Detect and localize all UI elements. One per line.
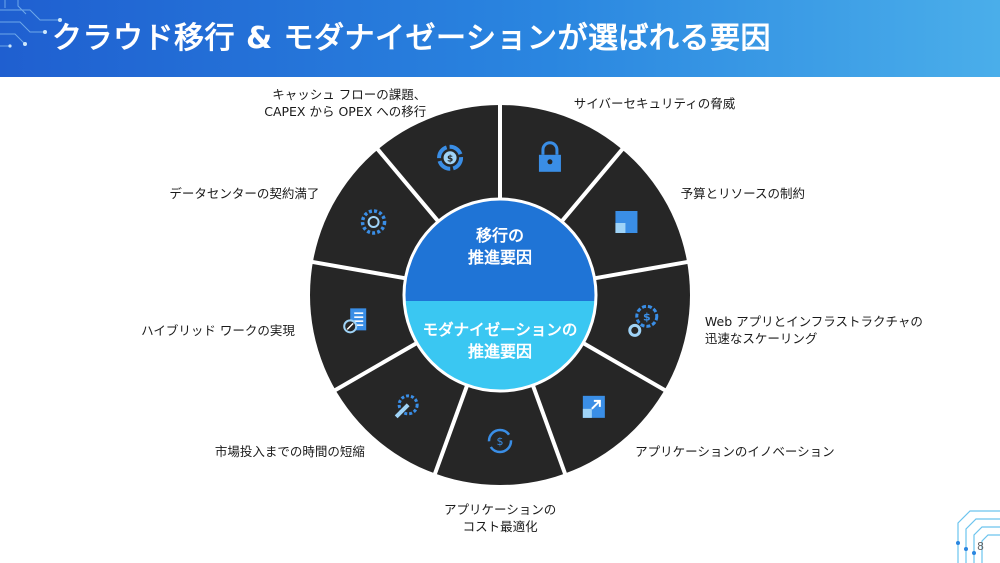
driver-label-line: ハイブリッド ワークの実現 (141, 322, 295, 338)
title-bar: クラウド移行 & モダナイゼーションが選ばれる要因 (0, 0, 1000, 77)
driver-label-line: サイバーセキュリティの脅威 (573, 95, 736, 111)
document-gauge-icon (343, 308, 367, 334)
dollar-gear-icon: $ (628, 304, 659, 337)
driver-label-line: 予算とリソースの制約 (680, 185, 806, 201)
driver-label-line: アプリケーションの (444, 502, 557, 517)
svg-text:$: $ (643, 310, 651, 323)
dollar-cycle-icon: $ (437, 144, 464, 171)
corner-circuit-icon (956, 510, 1000, 563)
segment-divider (582, 341, 668, 393)
segment-divider (594, 259, 690, 281)
page-number: 8 (977, 540, 984, 553)
driver-label-line: データセンターの契約満了 (169, 185, 320, 201)
expand-arrow-icon (582, 395, 605, 418)
center-top-text: 移行の (476, 226, 524, 245)
center-bottom-text: 推進要因 (468, 342, 532, 361)
driver-label: 予算とリソースの制約 (681, 185, 805, 202)
square-blocks-icon (615, 211, 638, 233)
segment-divider (432, 384, 470, 477)
segment-divider (332, 341, 418, 393)
driver-label-line: CAPEX から OPEX への移行 (264, 104, 427, 120)
driver-label-line: Web アプリとインフラストラクチャの (704, 314, 923, 330)
driver-label: Web アプリとインフラストラクチャの迅速なスケーリング (705, 313, 923, 347)
driver-label: データセンターの契約満了 (169, 185, 319, 202)
center-bottom-text: モダナイゼーションの (423, 320, 578, 339)
page-title: クラウド移行 & モダナイゼーションが選ばれる要因 (52, 21, 771, 56)
driver-label: 市場投入までの時間の短縮 (215, 443, 365, 460)
gear-wrench-icon (394, 394, 419, 419)
driver-label-line: 迅速なスケーリング (704, 331, 818, 347)
driver-label-line: アプリケーションのイノベーション (635, 443, 835, 459)
svg-text:$: $ (447, 154, 453, 164)
segment-divider (375, 146, 440, 223)
segment-divider (530, 384, 568, 477)
segment-divider (560, 146, 625, 223)
center-top-text: 推進要因 (468, 248, 532, 267)
driver-label: キャッシュ フローの課題、CAPEX から OPEX への移行 (264, 86, 426, 120)
driver-label: アプリケーションのコスト最適化 (444, 501, 556, 535)
segment-divider (310, 259, 406, 281)
center-outline (402, 197, 598, 393)
dollar-circle-icon: $ (487, 428, 513, 454)
driver-label: サイバーセキュリティの脅威 (574, 95, 736, 112)
circuit-pattern-icon (0, 0, 62, 48)
svg-text:$: $ (497, 435, 504, 448)
driver-label-line: キャッシュ フローの課題、 (272, 87, 427, 103)
driver-label: アプリケーションのイノベーション (635, 443, 835, 460)
driver-label: ハイブリッド ワークの実現 (141, 322, 295, 339)
lock-icon (538, 141, 561, 172)
driver-label-line: 市場投入までの時間の短縮 (214, 443, 365, 459)
gear-refresh-icon (360, 209, 387, 235)
driver-label-line: コスト最適化 (462, 519, 538, 534)
